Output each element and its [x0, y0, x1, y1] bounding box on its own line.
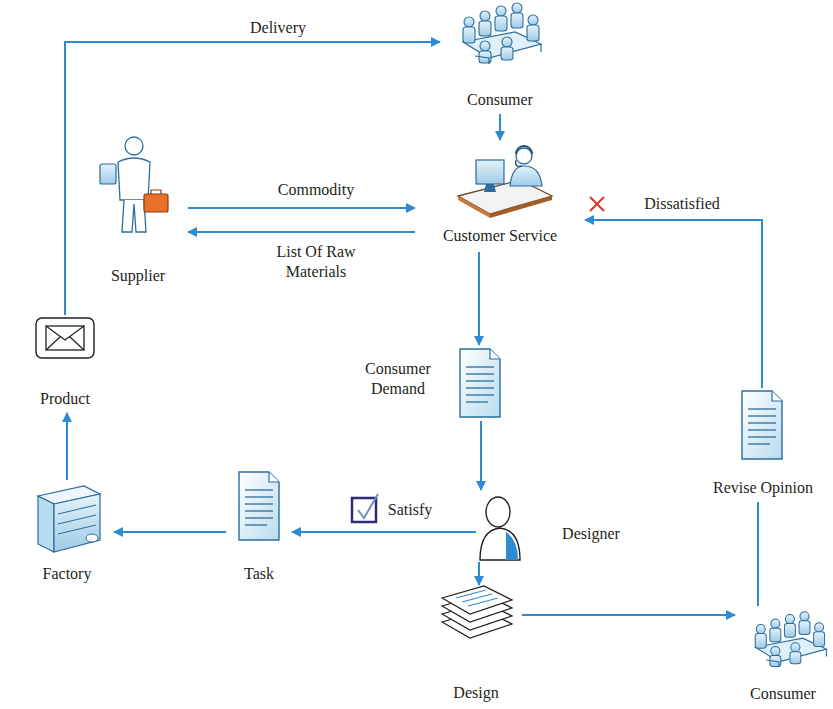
revise-opinion-node: Revise Opinion [695, 388, 831, 502]
task-node: Task [226, 468, 292, 586]
edge-label: Delivery [247, 18, 309, 38]
check-mark [352, 494, 378, 522]
flow-arrow [66, 413, 68, 480]
customer-service-icon [458, 146, 552, 218]
edge-label: List Of Raw Materials [258, 242, 374, 282]
flow-arrow [757, 502, 759, 606]
node-label: Supplier [88, 266, 188, 286]
product-node: Product [20, 315, 110, 413]
flow-arrow [65, 42, 440, 315]
node-label: Design [430, 683, 522, 703]
node-label: Consumer Demand [345, 359, 451, 399]
designer-icon [480, 497, 520, 560]
flow-arrow [499, 114, 501, 140]
node-label: Customer Service [415, 226, 585, 246]
designer-node: Designer [476, 490, 632, 562]
cross-mark [590, 197, 604, 211]
edge-label: Dissatisfied [641, 194, 723, 214]
design-icon [442, 586, 512, 638]
flow-arrow [292, 531, 476, 533]
flow-arrow [114, 531, 226, 533]
product-icon [36, 318, 94, 358]
flow-arrow [478, 252, 480, 345]
factory-node: Factory [20, 480, 114, 586]
flow-arrow [478, 562, 480, 585]
consumer-node: Consumer [440, 2, 560, 114]
supplier-icon [100, 137, 168, 232]
node-label: Factory [20, 564, 114, 584]
node-label: Consumer [735, 684, 831, 704]
node-label: Designer [550, 524, 632, 544]
customer-service-node: Customer Service [415, 140, 585, 252]
edge-label: Commodity [275, 180, 357, 200]
node-label: Consumer [440, 90, 560, 110]
node-label: Product [20, 389, 110, 409]
supplier-node: Supplier [88, 130, 188, 290]
consumer-demand-node: Consumer Demand [345, 345, 505, 421]
factory-icon [38, 486, 100, 552]
flow-arrow [188, 207, 415, 209]
node-label: Revise Opinion [695, 478, 831, 498]
node-label: Task [226, 564, 292, 584]
design-node: Design [430, 585, 522, 705]
edge-label: Satisfy [385, 500, 435, 520]
flow-arrow [188, 231, 415, 233]
flow-arrow [480, 421, 482, 490]
flow-arrow [522, 614, 735, 616]
consumer-node: Consumer [735, 606, 831, 706]
flow-arrow [585, 220, 762, 388]
